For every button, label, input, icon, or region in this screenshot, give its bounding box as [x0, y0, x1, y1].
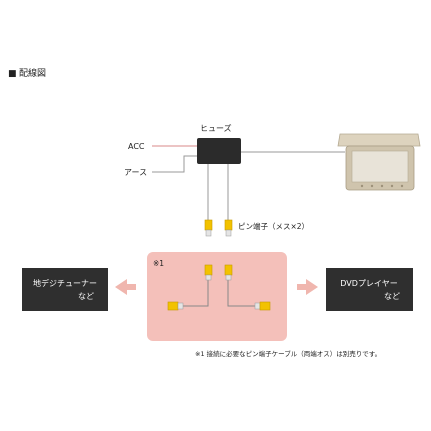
arrow-right	[297, 279, 318, 295]
rca-plug-female-left	[204, 219, 213, 237]
ground-wire	[152, 155, 197, 173]
footnote: ※1 接続に必要なピン端子ケーブル（両端オス）は別売りです。	[195, 349, 381, 358]
dvd-box-label-line2: など	[384, 292, 400, 301]
pin-terminal-label: ピン端子（メス×2）	[238, 221, 309, 231]
header-marker: ■	[8, 69, 17, 79]
arrow-left	[115, 279, 136, 295]
dvd-player-box	[326, 268, 413, 311]
optional-cable-panel	[147, 252, 287, 341]
overhead-monitor-image	[337, 133, 421, 191]
page-title: 配線図	[19, 67, 46, 79]
acc-label: ACC	[128, 142, 145, 151]
fuse-box	[197, 138, 241, 164]
rca-cable-illustration	[167, 264, 271, 311]
rca-plug-female-right	[224, 219, 233, 237]
tuner-box	[22, 268, 108, 311]
fuse-label: ヒューズ	[200, 123, 232, 133]
ground-label: アース	[124, 168, 147, 177]
tuner-box-label-line1: 地デジチューナー	[33, 278, 97, 288]
dvd-box-label-line1: DVDプレイヤー	[340, 279, 397, 288]
tuner-box-label-line2: など	[78, 292, 94, 301]
note-marker: ※1	[153, 259, 164, 268]
